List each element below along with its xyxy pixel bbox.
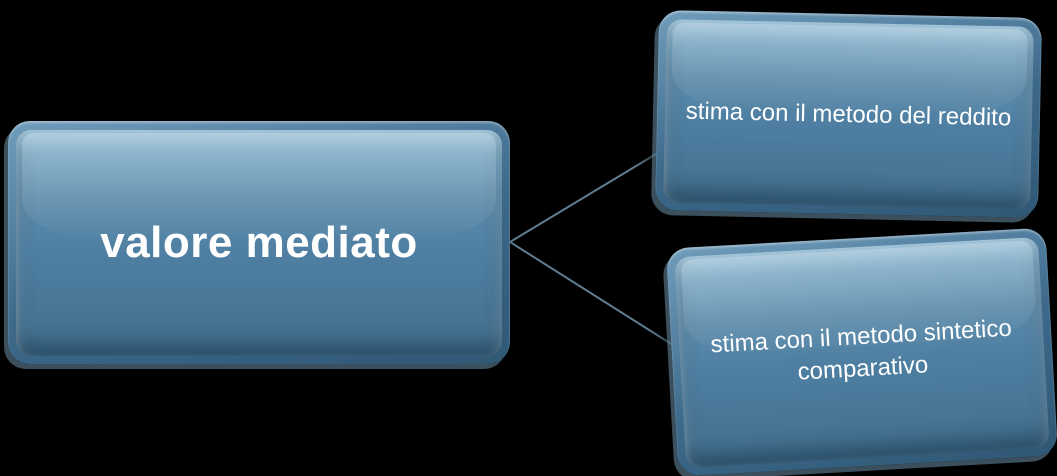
node-stima-metodo-reddito: stima con il metodo del reddito xyxy=(654,10,1043,218)
connector-root-to-child-2 xyxy=(509,241,685,353)
node-stima-sintetico-comparativo-label: stima con il metodo sintetico comparativ… xyxy=(709,314,1013,386)
node-valore-mediato: valore mediato xyxy=(8,121,510,364)
node-stima-metodo-reddito-face: stima con il metodo del reddito xyxy=(663,19,1034,210)
node-stima-metodo-reddito-label: stima con il metodo del reddito xyxy=(685,97,1012,132)
node-stima-sintetico-comparativo: stima con il metodo sintetico comparativ… xyxy=(665,227,1057,476)
node-valore-mediato-face: valore mediato xyxy=(16,130,502,356)
node-stima-sintetico-comparativo-face: stima con il metodo sintetico comparativ… xyxy=(674,237,1050,468)
node-valore-mediato-label: valore mediato xyxy=(100,218,418,267)
connector-root-to-child-1 xyxy=(509,141,677,243)
